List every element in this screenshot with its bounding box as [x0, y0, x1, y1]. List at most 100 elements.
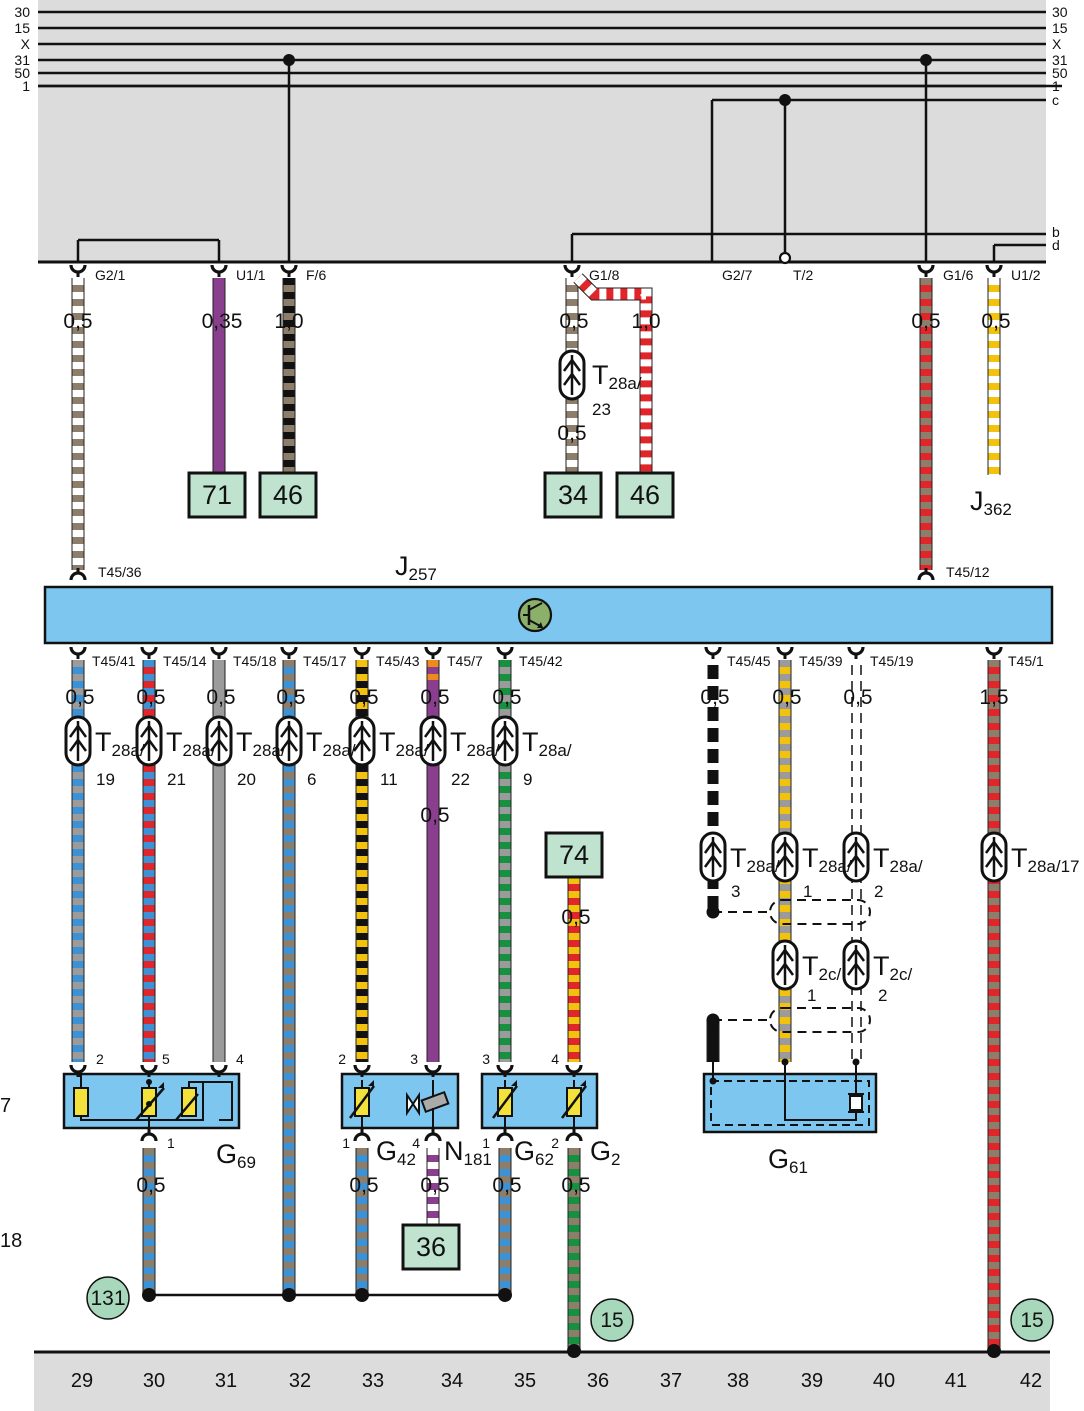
ground-junction — [498, 1288, 512, 1302]
connector-pin: 20 — [237, 770, 256, 789]
column-number: 35 — [514, 1370, 536, 1392]
gauge-label: 1,0 — [274, 310, 303, 333]
junction-c — [779, 94, 791, 106]
ecu-pin-label: T45/14 — [163, 653, 207, 669]
column-panel — [34, 1352, 1050, 1411]
column-number: 42 — [1020, 1370, 1042, 1392]
t2-point — [778, 251, 792, 265]
terminal-T45/18 — [210, 645, 228, 661]
svg-text:71: 71 — [202, 480, 232, 510]
gauge-label: 0,5 — [559, 310, 588, 333]
rail-panel — [38, 0, 1046, 262]
gauge-label: 0,5 — [843, 686, 872, 709]
column-number: 37 — [660, 1370, 682, 1392]
column-number: 32 — [289, 1370, 311, 1392]
connector-pin: 11 — [380, 770, 398, 789]
ref-box-46: 46 — [615, 471, 675, 519]
terminal-g62-1 — [496, 1127, 514, 1143]
rail-label-left: 1 — [22, 78, 30, 94]
column-number: 29 — [71, 1370, 93, 1392]
pin-label: 2 — [338, 1051, 346, 1067]
connector-pin: 21 — [167, 770, 186, 789]
connector-label: T28a/17 — [1011, 843, 1080, 876]
j362-label: J362 — [970, 486, 1012, 519]
ecu-pin-label: T45/18 — [233, 653, 277, 669]
terminal-label: U1/1 — [236, 267, 266, 283]
terminal-label: G1/8 — [589, 267, 620, 283]
gauge-label: 0,5 — [981, 310, 1010, 333]
terminal-G1/8 — [563, 263, 581, 279]
svg-text:36: 36 — [416, 1232, 446, 1262]
pin-point — [781, 1058, 789, 1066]
terminal-label: T/2 — [793, 267, 813, 283]
rail-label-left: 31 — [14, 52, 30, 68]
gauge-label: 0,5 — [420, 804, 449, 827]
pin-label: 4 — [236, 1051, 244, 1067]
pin-point — [852, 1058, 860, 1066]
ground-junction — [142, 1288, 156, 1302]
terminal-label: G2/1 — [95, 267, 126, 283]
column-number: 40 — [873, 1370, 895, 1392]
pin-label: 4 — [412, 1135, 420, 1151]
gauge-label: 0,5 — [136, 686, 165, 709]
svg-text:46: 46 — [630, 480, 660, 510]
ref-box-36: 36 — [401, 1223, 461, 1271]
bus-junction — [567, 1344, 581, 1358]
connector-label: T28a/ — [730, 843, 780, 876]
gauge-label: 0,5 — [772, 686, 801, 709]
gauge-label: 0,5 — [349, 1174, 378, 1197]
svg-text:74: 74 — [559, 840, 589, 870]
n181-label: N181 — [444, 1136, 492, 1169]
bus-junction — [987, 1344, 1001, 1358]
pin-label: 1 — [342, 1135, 350, 1151]
rail-label-right: 31 — [1052, 52, 1068, 68]
pin-label: 4 — [551, 1051, 559, 1067]
terminal-label: U1/2 — [1011, 267, 1041, 283]
pin-label: 1 — [482, 1135, 490, 1151]
gauge-label: 0,5 — [561, 1174, 590, 1197]
connector-pin: 23 — [592, 400, 611, 419]
column-number: 31 — [215, 1370, 237, 1392]
g69-label: G69 — [216, 1139, 256, 1172]
terminal-g2-2 — [565, 1127, 583, 1143]
connector-label: T28a/ — [306, 727, 356, 760]
column-number: 36 — [587, 1370, 609, 1392]
terminal-T45/1 — [985, 645, 1003, 661]
ground-junction — [355, 1288, 369, 1302]
connector-pin: 22 — [451, 770, 470, 789]
connector-label: T28a/ — [95, 727, 145, 760]
connector-label: T28a/ — [166, 727, 216, 760]
connector-t28a-19 — [64, 715, 92, 767]
gauge-label: 0,5 — [700, 686, 729, 709]
connector-label: T28a/ — [450, 727, 500, 760]
gauge-label: 0,5 — [136, 1174, 165, 1197]
terminal-T45/14 — [140, 645, 158, 661]
column-number: 38 — [727, 1370, 749, 1392]
rail-label-left: 50 — [14, 65, 30, 81]
rail-label-d: d — [1052, 237, 1060, 253]
ecu-pin-label: T45/1 — [1008, 653, 1044, 669]
rail-label-left: 15 — [14, 20, 30, 36]
connector-pin: 3 — [731, 882, 740, 901]
shield-junction — [706, 905, 720, 919]
connector-label: T28a/ — [379, 727, 429, 760]
rail-label-left: 30 — [14, 4, 30, 20]
connector-t28a-3 — [699, 831, 727, 883]
connector-t28a-23 — [558, 349, 586, 401]
g62-label: G62 — [514, 1136, 554, 1169]
ecu-pin-label: T45/12 — [946, 564, 990, 580]
gauge-label: 0,5 — [65, 686, 94, 709]
column-number: 34 — [441, 1370, 463, 1392]
ref-circle-131: 131 — [86, 1276, 130, 1320]
gauge-label: 0,5 — [492, 1174, 521, 1197]
pin-label: 3 — [482, 1051, 490, 1067]
gauge-label: 0,35 — [202, 310, 243, 333]
gauge-label: 0,5 — [63, 310, 92, 333]
shield-loop — [713, 1007, 871, 1033]
gauge-label: 0,5 — [561, 906, 590, 929]
connector-pin: 9 — [523, 770, 532, 789]
sensor-g69 — [62, 1072, 241, 1130]
ref-box-74: 74 — [544, 831, 604, 879]
edge-label: 7 — [0, 1095, 11, 1117]
ecu-pin-label: T45/45 — [727, 653, 771, 669]
